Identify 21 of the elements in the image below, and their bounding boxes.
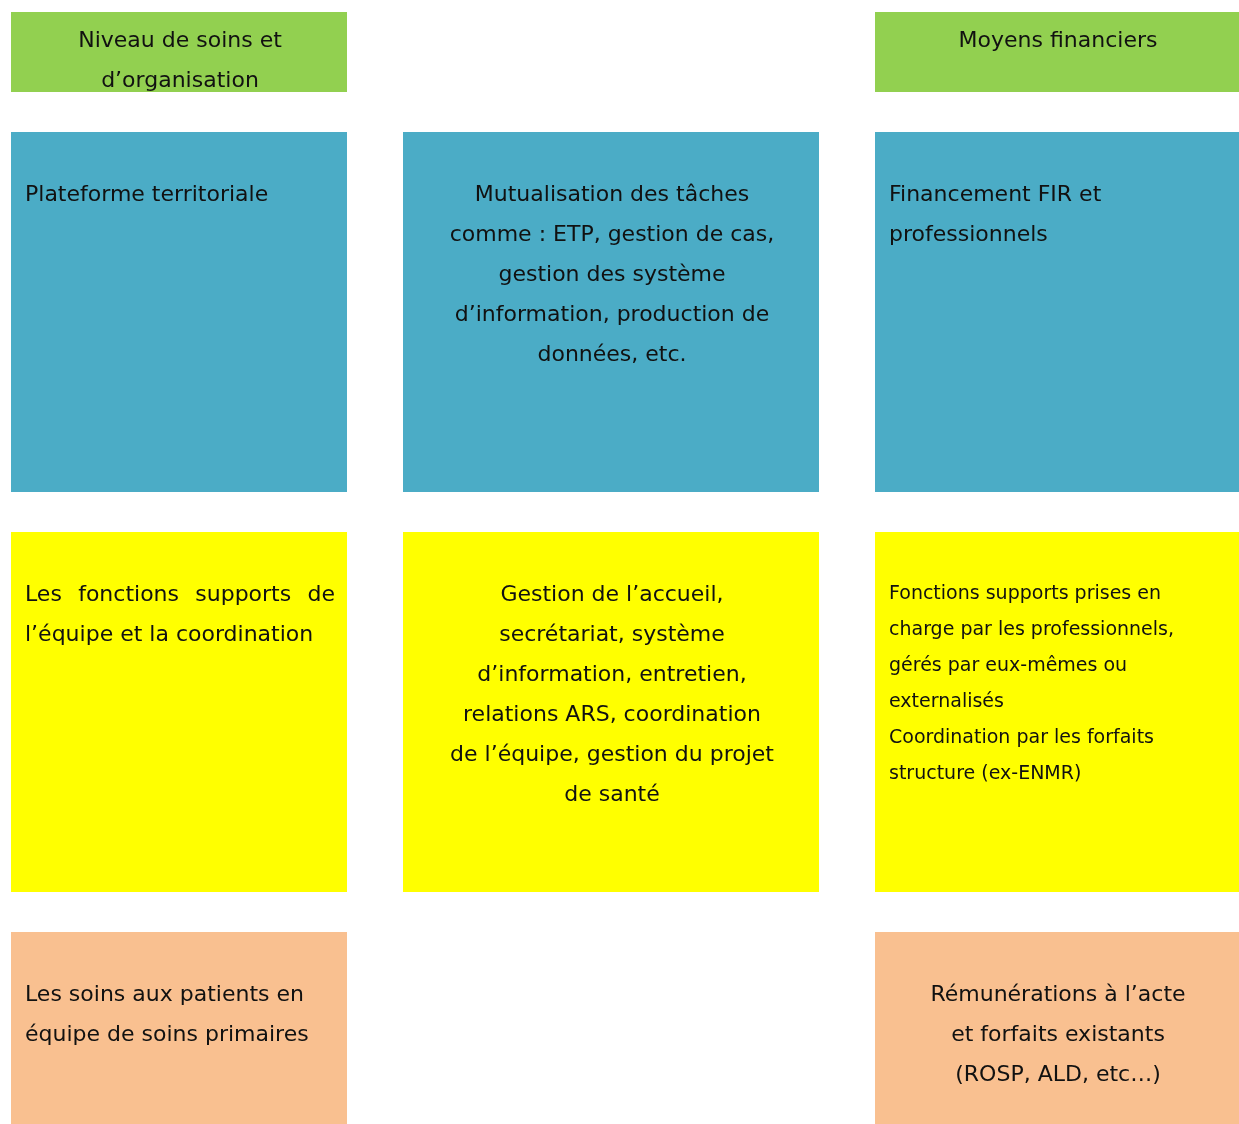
level-box	[875, 532, 1239, 892]
level-box	[11, 532, 347, 892]
level-box	[403, 532, 819, 892]
box-text: Coordination par les forfaits structure (ex-ENMR)	[889, 724, 1155, 785]
box-text: Fonctions supports prises en charge par les professionnels, gérés par eux-mêmes ou externalisés	[889, 580, 1175, 713]
box-text: Financement FIR et professionnels	[889, 180, 1103, 248]
column-heading: Niveau de soins et d’organisation	[77, 26, 283, 94]
level-box	[11, 932, 347, 1124]
level-box	[403, 132, 819, 492]
box-text: Les fonctions supports de l’équipe et la coordination	[25, 580, 335, 648]
level-box	[875, 132, 1239, 492]
level-box	[11, 132, 347, 492]
box-text: Plateforme territoriale	[25, 180, 270, 208]
box-text: Rémunérations à l’acte et forfaits existants (ROSP, ALD, etc…)	[929, 980, 1187, 1088]
box-text: Les soins aux patients en équipe de soins primaires	[25, 980, 310, 1048]
header-box	[875, 12, 1239, 92]
box-text: Mutualisation des tâches comme : ETP, gestion de cas, gestion des système d’information, production de données, etc.	[448, 180, 776, 368]
box-text: Gestion de l’accueil, secrétariat, système d’information, entretien, relations ARS, coordination de l’équipe, gestion du projet de santé	[449, 580, 775, 808]
level-box	[875, 932, 1239, 1124]
column-heading: Moyens financiers	[957, 26, 1159, 54]
header-box	[11, 12, 347, 92]
